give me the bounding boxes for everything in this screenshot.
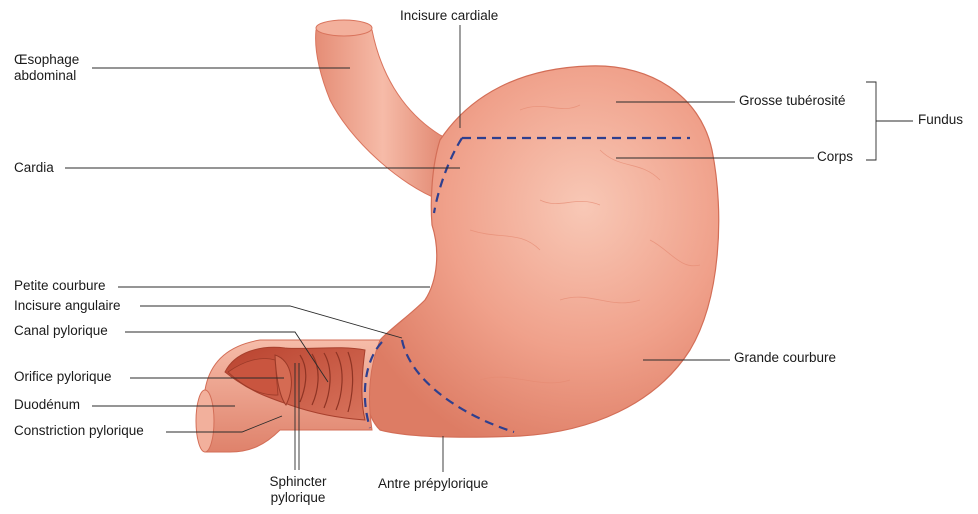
duodenum-opening (196, 390, 214, 452)
label-canal-pylorique: Canal pylorique (14, 323, 108, 339)
fundus-bracket (866, 82, 876, 160)
label-petite-courbure: Petite courbure (14, 278, 106, 294)
label-sphincter-line2: pylorique (262, 490, 334, 506)
label-incisure-cardiale: Incisure cardiale (400, 8, 498, 24)
label-sphincter-pylorique: Sphincter pylorique (262, 474, 334, 506)
label-duodenum: Duodénum (14, 397, 80, 413)
label-corps: Corps (817, 149, 853, 165)
oesophagus-opening (316, 20, 372, 36)
label-orifice-pylorique: Orifice pylorique (14, 369, 112, 385)
label-fundus: Fundus (918, 112, 963, 128)
label-cardia: Cardia (14, 160, 54, 176)
label-oesophage-line1: Œsophage (14, 52, 79, 68)
label-oesophage: Œsophage abdominal (14, 52, 79, 84)
oesophagus-shape (316, 23, 450, 200)
leader-incisure-angulaire (140, 306, 402, 338)
label-antre-prepylorique: Antre prépylorique (378, 476, 488, 492)
label-sphincter-line1: Sphincter (262, 474, 334, 490)
label-grosse-tuberosite: Grosse tubérosité (739, 93, 846, 109)
label-constriction-pylorique: Constriction pylorique (14, 423, 144, 439)
label-incisure-angulaire: Incisure angulaire (14, 298, 121, 314)
label-grande-courbure: Grande courbure (734, 350, 836, 366)
label-oesophage-line2: abdominal (14, 68, 79, 84)
